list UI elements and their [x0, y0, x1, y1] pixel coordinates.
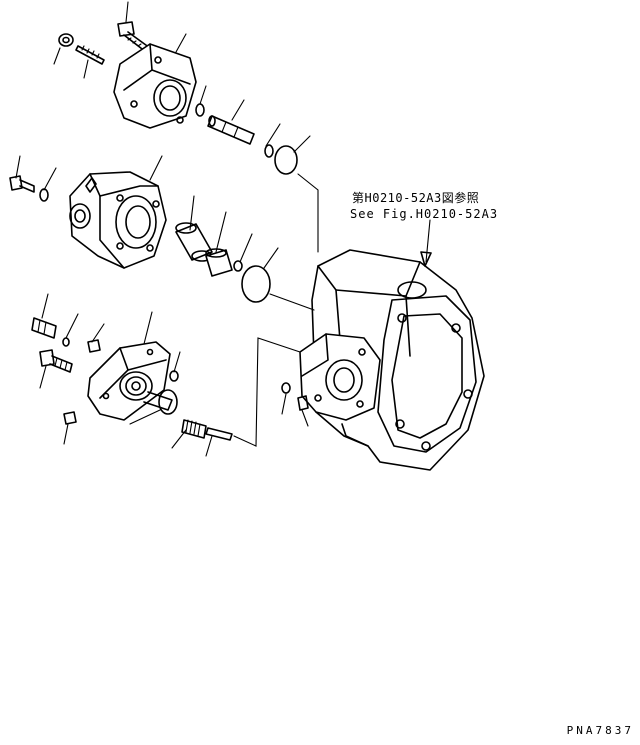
- bot-plug: [87, 339, 101, 353]
- mid-washer: [39, 188, 49, 202]
- mid-bearing: [205, 248, 233, 277]
- top-nut: [58, 33, 74, 47]
- bot-bolt: [39, 349, 73, 373]
- bot-spline-shaft: [181, 419, 207, 439]
- bot-o-ring-tiny: [62, 337, 70, 347]
- bot-stud-fitting: [31, 317, 57, 339]
- housing-leaders: [281, 393, 309, 427]
- reference-note-jp: 第H0210-52A3図参照: [352, 191, 480, 205]
- bot-drain-plug: [63, 411, 77, 425]
- bot-pin: [205, 427, 233, 441]
- mid-o-ring-small: [233, 260, 243, 272]
- mid-o-ring-large: [241, 265, 271, 303]
- housing-o-ring: [281, 382, 291, 394]
- top-o-ring-small: [195, 103, 205, 117]
- top-shaft: [207, 115, 255, 145]
- mid-bolt: [9, 175, 35, 193]
- top-stud: [75, 45, 105, 65]
- bot-pump-cover: [87, 341, 171, 421]
- mid-pump-body: [69, 171, 167, 269]
- reference-note-en: See Fig.H0210-52A3: [350, 207, 499, 221]
- housing-dowel: [297, 395, 309, 411]
- assembly-lines: [233, 173, 319, 447]
- top-o-ring-mid: [264, 144, 274, 158]
- bot-o-ring-b: [158, 389, 178, 415]
- top-leaders: [53, 1, 311, 153]
- drawing-code: PNA7837: [566, 724, 634, 737]
- reference-arrow: [420, 219, 432, 267]
- mid-leaders: [15, 155, 279, 269]
- bot-leaders: [39, 293, 213, 457]
- main-housing: [299, 249, 485, 471]
- top-o-ring-large: [274, 145, 298, 175]
- top-cover-plate: [113, 43, 197, 129]
